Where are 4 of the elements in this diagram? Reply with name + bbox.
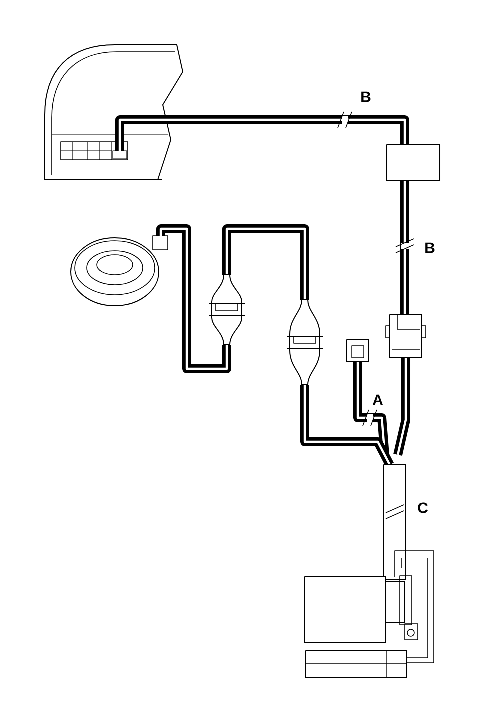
letter-label: A xyxy=(372,394,384,406)
letter-label: C xyxy=(418,502,428,514)
letter-label: B xyxy=(426,242,435,254)
letter-label: B xyxy=(362,92,371,102)
